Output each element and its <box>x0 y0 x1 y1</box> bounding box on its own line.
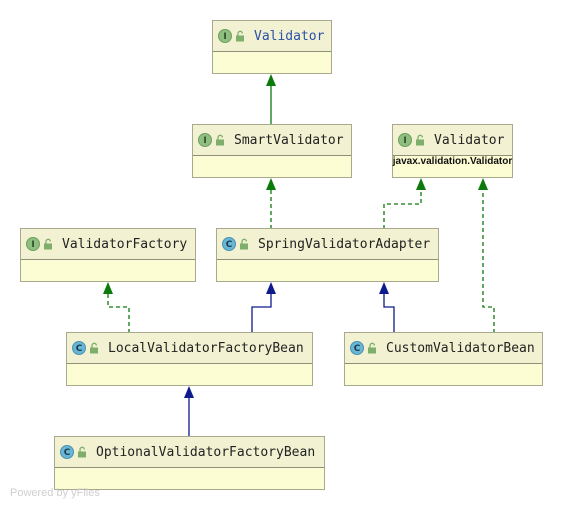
node-custom-validator-bean[interactable]: C CustomValidatorBean <box>344 332 543 386</box>
node-header: I Validator <box>213 21 331 52</box>
node-validator-factory[interactable]: I ValidatorFactory <box>20 228 196 282</box>
node-header: I Validator <box>393 125 512 156</box>
unlock-icon <box>236 30 244 42</box>
node-name: SmartValidator <box>234 132 344 148</box>
node-smart-validator[interactable]: I SmartValidator <box>192 124 352 178</box>
node-header: C SpringValidatorAdapter <box>217 229 438 260</box>
edge-localbean-adapter <box>251 282 276 333</box>
unlock-icon <box>416 134 424 146</box>
class-badge-icon: C <box>350 341 364 355</box>
node-name: Validator <box>434 132 505 148</box>
edge-optionalbean-localbean <box>184 386 194 437</box>
interface-badge-icon: I <box>198 133 212 147</box>
node-name: LocalValidatorFactoryBean <box>108 340 304 356</box>
node-spring-validator-adapter[interactable]: C SpringValidatorAdapter <box>216 228 439 282</box>
node-header: C CustomValidatorBean <box>345 333 542 364</box>
interface-badge-icon: I <box>26 237 40 251</box>
node-name: CustomValidatorBean <box>386 340 535 356</box>
edge-localbean-validatorfactory <box>103 282 130 333</box>
edge-smartvalidator-validator <box>266 74 276 125</box>
edge-adapter-smartvalidator <box>266 178 276 229</box>
interface-badge-icon: I <box>398 133 412 147</box>
edge-custombean-adapter <box>379 282 395 333</box>
edge-adapter-javaxvalidator <box>383 178 426 229</box>
node-name: ValidatorFactory <box>62 236 188 252</box>
node-header: C LocalValidatorFactoryBean <box>67 333 312 364</box>
node-header: I ValidatorFactory <box>21 229 195 260</box>
node-name: OptionalValidatorFactoryBean <box>96 444 316 460</box>
unlock-icon <box>90 342 98 354</box>
node-javax-validator[interactable]: I Validator <box>392 124 513 178</box>
node-optional-validator-factory-bean[interactable]: C OptionalValidatorFactoryBean <box>54 436 325 490</box>
node-validator[interactable]: I Validator <box>212 20 332 74</box>
unlock-icon <box>368 342 376 354</box>
node-name: Validator <box>254 28 325 44</box>
unlock-icon <box>78 446 86 458</box>
edge-custombean-javaxvalidator <box>478 178 495 333</box>
watermark: Powered by yFiles <box>10 487 100 499</box>
interface-badge-icon: I <box>218 29 232 43</box>
node-header: I SmartValidator <box>193 125 351 156</box>
class-badge-icon: C <box>60 445 74 459</box>
unlock-icon <box>44 238 52 250</box>
node-local-validator-factory-bean[interactable]: C LocalValidatorFactoryBean <box>66 332 313 386</box>
node-name: SpringValidatorAdapter <box>258 236 431 252</box>
unlock-icon <box>216 134 224 146</box>
class-badge-icon: C <box>222 237 236 251</box>
unlock-icon <box>240 238 248 250</box>
class-badge-icon: C <box>72 341 86 355</box>
node-header: C OptionalValidatorFactoryBean <box>55 437 324 468</box>
package-label: javax.validation.Validator <box>392 156 513 167</box>
